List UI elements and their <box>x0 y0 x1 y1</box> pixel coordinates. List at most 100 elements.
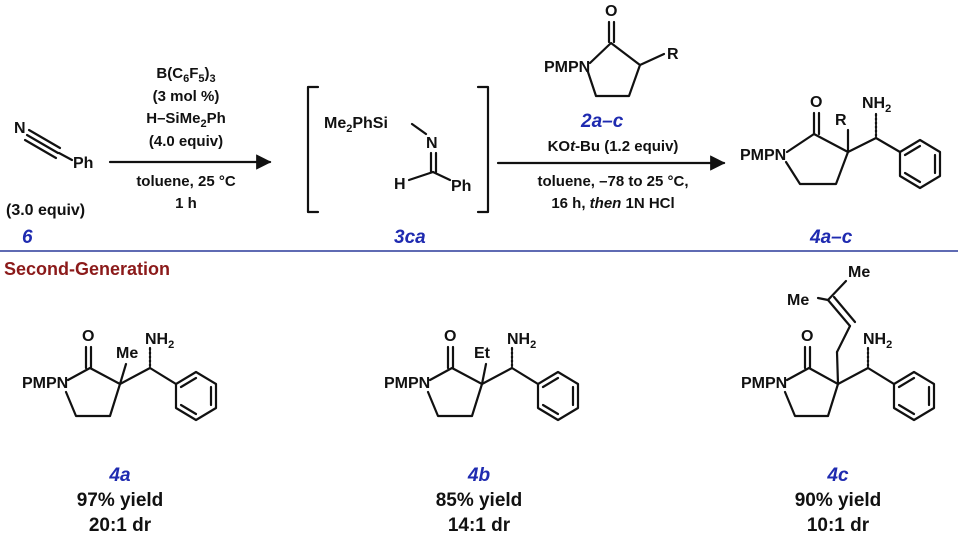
example-4c-yield: 90% yield <box>795 490 882 511</box>
example-4a-c-ch-bond <box>118 366 152 386</box>
compound-label-3ca: 3ca <box>394 227 426 248</box>
example-4c-me1-bond <box>826 279 848 302</box>
example-4b-ch-ph-bond <box>510 366 540 386</box>
example-4a-phenyl <box>174 370 218 422</box>
example-4a-yield: 97% yield <box>77 490 164 511</box>
example-4a: O PMPN Me NH2 4a 97% yield 20:1 dr <box>22 328 218 536</box>
example-4c-me-left: Me <box>787 292 809 309</box>
triple-bond-3 <box>23 138 58 160</box>
example-4a-arom-c <box>179 403 198 416</box>
example-4a-ring <box>64 366 122 418</box>
product-oxygen: O <box>810 94 822 111</box>
step2-solvent-temp: toluene, –78 to 25 °C, <box>537 173 688 190</box>
c-r-bond <box>638 52 666 67</box>
intermediate-imine: Me2PhSi N H Ph 3ca <box>306 85 490 248</box>
example-4b-oxygen: O <box>444 328 456 345</box>
example-4c-me-top: Me <box>848 264 870 281</box>
example-4a-me-bond <box>118 362 128 386</box>
aromatic-bond-c <box>903 171 922 184</box>
ch-ph-bond <box>874 136 902 154</box>
example-4c-oxygen: O <box>801 328 813 345</box>
section-title: Second-Generation <box>4 259 170 279</box>
example-4a-ch-ph-bond <box>148 366 178 386</box>
lactam-oxygen: O <box>605 3 617 20</box>
example-4c-arom-c <box>897 403 916 416</box>
example-4c-ring <box>783 366 840 418</box>
triple-bond-2 <box>27 128 62 150</box>
lactam-r-group: R <box>667 46 679 63</box>
c-ch-bond <box>846 136 878 154</box>
silyl-group: Me2PhSi <box>324 115 388 135</box>
step2-conditions: KOt-Bu (1.2 equiv) toluene, –78 to 25 °C… <box>496 138 726 212</box>
silane-reagent: H–SiMe2Ph <box>146 110 225 130</box>
triple-bond-1 <box>25 133 60 155</box>
example-4c-ch2-a <box>835 324 852 354</box>
compound-label-4ac: 4a–c <box>809 227 853 248</box>
example-4b-ring <box>426 366 484 418</box>
example-4c-arom-a <box>897 376 916 389</box>
example-4a-oxygen: O <box>82 328 94 345</box>
example-4b-arom-a <box>541 376 560 389</box>
phenyl-label: Ph <box>73 155 93 172</box>
right-bracket <box>476 85 490 214</box>
product-r-group: R <box>835 112 847 129</box>
step1-conditions: B(C6F5)3 (3 mol %) H–SiMe2Ph (4.0 equiv)… <box>108 65 272 212</box>
nitrile-n-atom: N <box>14 120 26 137</box>
example-4c: Me Me O PMPN NH2 4c 90% yield 10:1 dr <box>741 264 936 536</box>
example-4c-ch-ph-bond <box>866 366 896 386</box>
example-4b-substituent: Et <box>474 345 491 362</box>
example-4b-yield: 85% yield <box>436 490 523 511</box>
example-4b-arom-c <box>541 403 560 416</box>
example-4b-et-bond <box>480 362 488 386</box>
example-4c-alkene-b <box>832 295 857 324</box>
imine-n-atom: N <box>426 135 438 152</box>
aromatic-bond-a <box>903 144 922 157</box>
example-4c-amine: NH2 <box>863 331 892 351</box>
imine-h-atom: H <box>394 176 406 193</box>
example-4c-c-ch-bond <box>836 366 870 386</box>
example-4a-dr: 20:1 dr <box>89 515 152 536</box>
example-4c-ch2-b <box>835 350 840 386</box>
compound-label-4b: 4b <box>467 465 491 486</box>
example-4c-dr: 10:1 dr <box>807 515 870 536</box>
example-4b-pmpn: PMPN <box>384 375 430 392</box>
step1-time: 1 h <box>175 195 197 212</box>
step2-workup: 16 h, then 1N HCl <box>551 195 674 212</box>
reactant-benzonitrile: N Ph (3.0 equiv) 6 <box>6 120 93 248</box>
borane-catalyst: B(C6F5)3 <box>156 65 215 85</box>
lactam-reagent: O PMPN R 2a–c <box>544 3 679 132</box>
product-pmpn: PMPN <box>740 147 786 164</box>
lactam-ring <box>586 41 642 98</box>
compound-label-6: 6 <box>22 227 33 248</box>
product-phenyl-ring <box>898 138 942 190</box>
c-h-bond <box>407 170 435 182</box>
example-4a-amine: NH2 <box>145 331 174 351</box>
product-ring <box>784 132 850 186</box>
imine-phenyl: Ph <box>451 178 471 195</box>
product-amine: NH2 <box>862 95 891 115</box>
example-4a-substituent: Me <box>116 345 138 362</box>
compound-label-4c: 4c <box>826 465 849 486</box>
compound-label-2ac: 2a–c <box>580 111 624 132</box>
left-bracket <box>306 85 320 214</box>
example-4b-c-ch-bond <box>480 366 514 386</box>
example-4b-dr: 14:1 dr <box>448 515 511 536</box>
compound-label-4a: 4a <box>108 465 131 486</box>
base-reagent: KOt-Bu (1.2 equiv) <box>548 138 679 155</box>
example-4c-me2-bond <box>816 296 830 302</box>
lactam-pmpn: PMPN <box>544 59 590 76</box>
example-4b: O PMPN Et NH2 4b 85% yield 14:1 dr <box>384 328 580 536</box>
c-ph-bond <box>57 151 74 162</box>
example-4c-pmpn: PMPN <box>741 375 787 392</box>
step1-solvent-temp: toluene, 25 °C <box>136 173 236 190</box>
example-4a-pmpn: PMPN <box>22 375 68 392</box>
product-general: O PMPN R NH2 4a–c <box>740 94 942 248</box>
example-4b-amine: NH2 <box>507 331 536 351</box>
example-4a-arom-a <box>179 376 198 389</box>
silane-equiv: (4.0 equiv) <box>149 133 223 150</box>
c-ph-bond <box>431 170 452 182</box>
reactant-equiv: (3.0 equiv) <box>6 202 85 219</box>
example-4c-alkene-a <box>826 298 852 328</box>
si-n-bond <box>410 122 428 136</box>
